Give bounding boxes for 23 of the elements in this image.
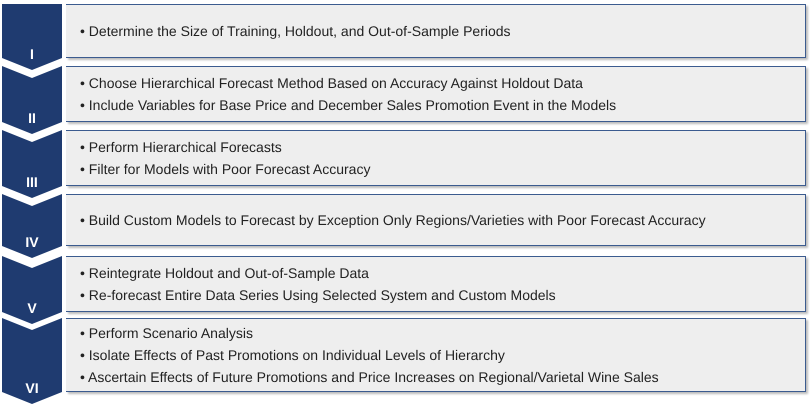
bullet-item: • Isolate Effects of Past Promotions on Individual Levels of Hierarchy	[80, 346, 506, 365]
bullet-item: • Determine the Size of Training, Holdout, and Out-of-Sample Periods	[80, 22, 511, 41]
step-number: VI	[24, 380, 40, 396]
bullet-item: • Reintegrate Holdout and Out-of-Sample Data	[80, 264, 370, 283]
bullet-item: • Perform Scenario Analysis	[80, 324, 254, 343]
step-box	[66, 256, 806, 312]
step-box	[66, 194, 806, 246]
bullet-item: • Perform Hierarchical Forecasts	[80, 138, 283, 157]
step-number: V	[26, 300, 38, 316]
step-number: I	[29, 46, 35, 62]
step-number: III	[25, 174, 39, 190]
step-box	[66, 66, 806, 122]
step-number: IV	[24, 234, 40, 250]
bullet-item: • Filter for Models with Poor Forecast Accuracy	[80, 160, 370, 179]
bullet-item: • Include Variables for Base Price and December Sales Promotion Event in the Models	[80, 96, 616, 115]
bullet-item: • Ascertain Effects of Future Promotions and Price Increases on Regional/Varietal Wine Sales	[80, 368, 659, 387]
step-box	[66, 130, 806, 186]
step-box	[66, 4, 806, 58]
bullet-item: • Build Custom Models to Forecast by Exception Only Regions/Varieties with Poor Forecast Accuracy	[80, 211, 706, 230]
bullet-item: • Choose Hierarchical Forecast Method Based on Accuracy Against Holdout Data	[80, 74, 584, 93]
bullet-item: • Re-forecast Entire Data Series Using Selected System and Custom Models	[80, 286, 556, 305]
step-number: II	[27, 110, 37, 126]
step-box	[66, 318, 806, 392]
